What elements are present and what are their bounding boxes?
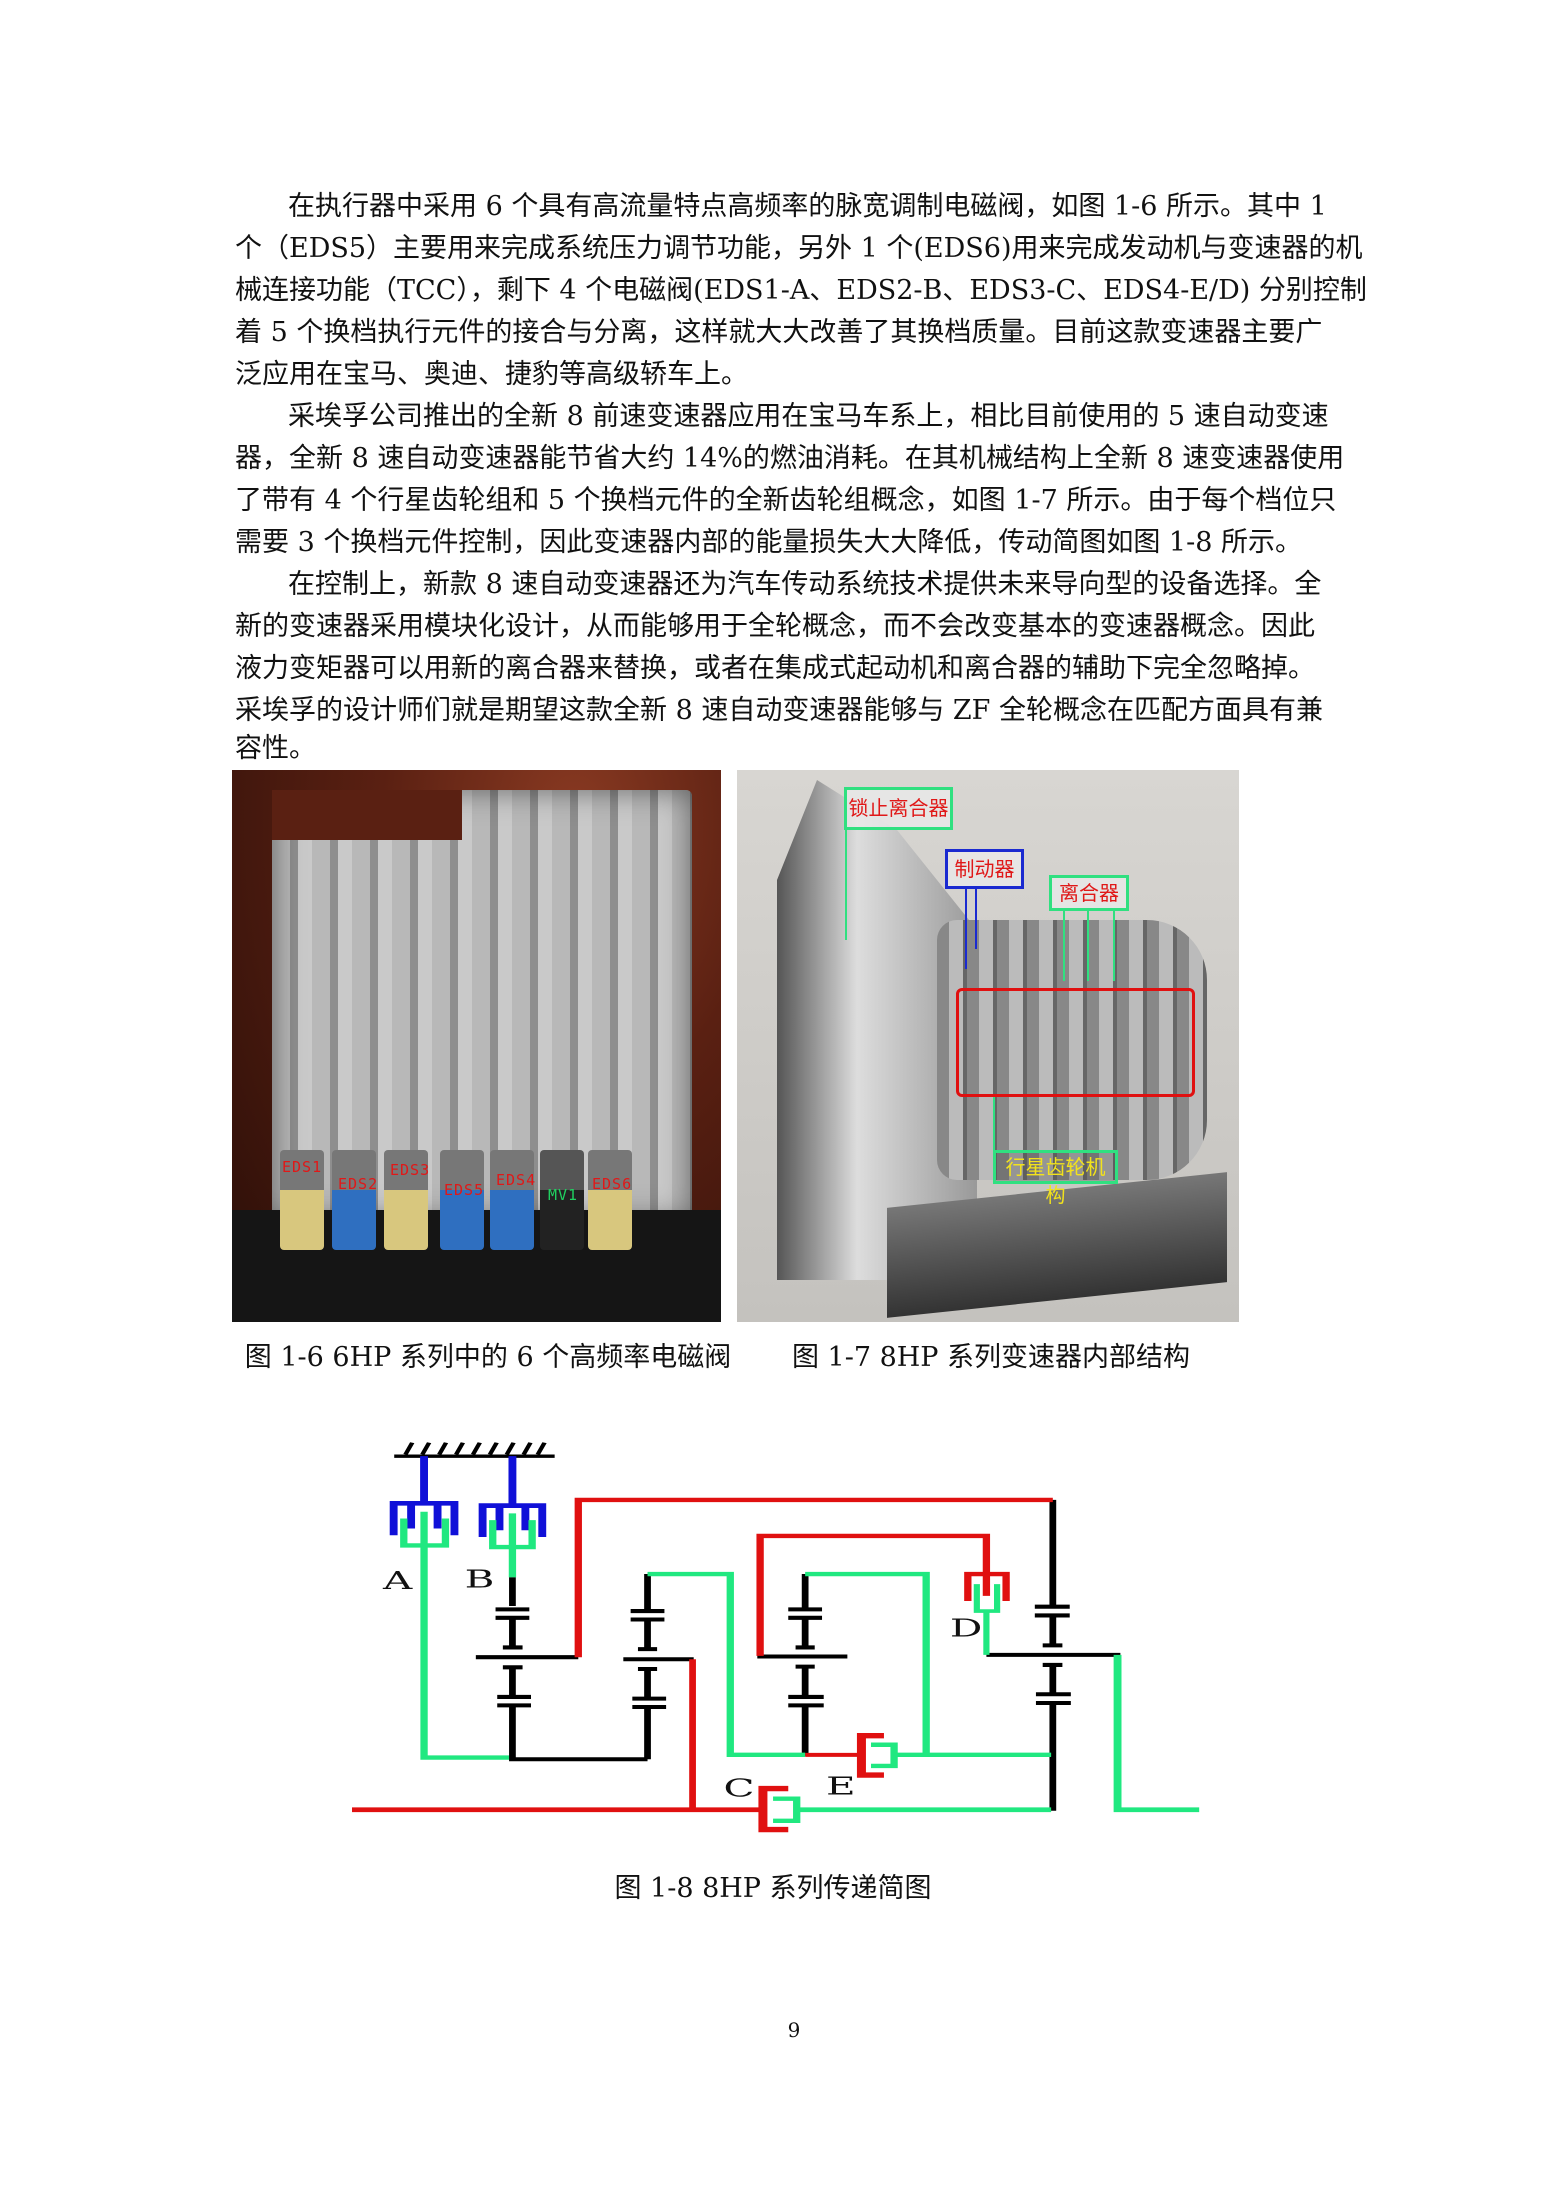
green-shaft-2 [805,1571,930,1755]
paragraph-2-line: 了带有 4 个行星齿轮组和 5 个换档元件的全新齿轮组概念，如图 1-7 所示。… [235,485,1337,516]
green-shaft-1 [647,1571,806,1758]
solenoid [332,1150,376,1250]
paragraph-1-line: 械连接功能（TCC），剩下 4 个电磁阀(EDS1-A、EDS2-B、EDS3-… [235,275,1367,306]
label-e: E [826,1772,856,1800]
leader-line [975,889,977,949]
paragraph-3-line: 在控制上，新款 8 速自动变速器还为汽车传动系统技术提供未来导向型的设备选择。全 [288,569,1322,600]
paragraph-2-line: 需要 3 个换档元件控制，因此变速器内部的能量损失大大降低，传动简图如图 1-8… [235,527,1302,558]
transmission-cutaway-photo: 锁止离合器 制动器 离合器 行星齿轮机构 [737,770,1239,1322]
red-shaft-1 [574,1497,1053,1658]
planetary-set-1 [475,1577,648,1762]
solenoid-label: EDS3 [390,1161,431,1179]
clutch-e [856,1732,898,1778]
label-b: B [465,1565,495,1593]
red-shaft-2 [756,1533,991,1656]
solenoid-label: EDS1 [282,1158,323,1176]
paragraph-1-line: 着 5 个换档执行元件的接合与分离，这样就大大改善了其换档质量。目前这款变速器主… [235,317,1323,348]
ground-symbol [394,1442,555,1458]
paragraph-1-line: 个（EDS5）主要用来完成系统压力调节功能，另外 1 个(EDS6)用来完成发动… [235,233,1363,264]
paragraph-3-line: 容性。 [235,733,316,764]
leader-line [1113,911,1115,981]
brake-d [964,1571,1010,1655]
solenoid [384,1150,428,1250]
solenoid-label: EDS6 [592,1175,633,1193]
valve-body [272,790,692,1220]
brake-callout: 制动器 [945,849,1024,889]
clutch-callout: 离合器 [1049,875,1129,911]
paragraph-3-line: 新的变速器采用模块化设计，从而能够用于全轮概念，而不会改变基本的变速器概念。因此 [235,611,1315,642]
label-a: A [382,1567,414,1595]
brake-a [389,1456,510,1760]
paragraph-1-line: 泛应用在宝马、奥迪、捷豹等高级轿车上。 [235,359,748,390]
gear-drum [937,920,1207,1180]
output-shaft [1113,1654,1200,1813]
solenoid-label: EDS2 [338,1175,379,1193]
solenoid [490,1150,534,1250]
lockup-clutch-callout: 锁止离合器 [844,787,953,830]
label-d: D [950,1614,982,1642]
page-number: 9 [787,2018,801,2042]
figure-1-8-caption: 图 1-8 8HP 系列传递简图 [614,1873,932,1904]
solenoid [588,1150,632,1250]
solenoid [440,1150,484,1250]
figure-1-6-caption: 图 1-6 6HP 系列中的 6 个高频率电磁阀 [244,1342,732,1373]
paragraph-3-line: 采埃孚的设计师们就是期望这款全新 8 速自动变速器能够与 ZF 全轮概念在匹配方… [235,695,1324,726]
planetary-gear-callout: 行星齿轮机构 [993,1150,1118,1207]
solenoid [540,1150,584,1250]
leader-line [1063,911,1065,981]
transmission-schematic: A B C D E [352,1442,1200,1833]
solenoid-label: MV1 [548,1186,579,1204]
paragraph-2-line: 器，全新 8 速自动变速器能节省大约 14%的燃油消耗。在其机械结构上全新 8 … [235,443,1345,474]
leader-line [993,1097,995,1150]
planetary-set-3 [757,1574,848,1756]
paragraph-2-line: 采埃孚公司推出的全新 8 前速变速器应用在宝马车系上，相比目前使用的 5 速自动… [288,401,1329,432]
leader-line [965,889,967,969]
paragraph-1-line: 在执行器中采用 6 个具有高流量特点高频率的脉宽调制电磁阀，如图 1-6 所示。… [288,191,1327,222]
planetary-highlight-box [956,988,1195,1097]
solenoid-label: EDS4 [496,1171,537,1189]
clutch-c [758,1785,801,1833]
solenoid-label: EDS5 [444,1181,485,1199]
label-c: C [724,1774,755,1802]
planetary-set-4 [986,1499,1121,1811]
leader-line [1087,911,1089,981]
figure-1-7-caption: 图 1-7 8HP 系列变速器内部结构 [791,1342,1191,1373]
paragraph-3-line: 液力变矩器可以用新的离合器来替换，或者在集成式起动机和离合器的辅助下完全忽略掉。 [235,653,1315,684]
solenoid [280,1150,324,1250]
background-notch [272,790,462,840]
planetary-set-2 [623,1574,694,1760]
valve-body-photo: EDS1 EDS2 EDS3 EDS5 EDS4 MV1 EDS6 [232,770,721,1322]
brake-b [478,1456,547,1578]
leader-line [845,830,847,940]
